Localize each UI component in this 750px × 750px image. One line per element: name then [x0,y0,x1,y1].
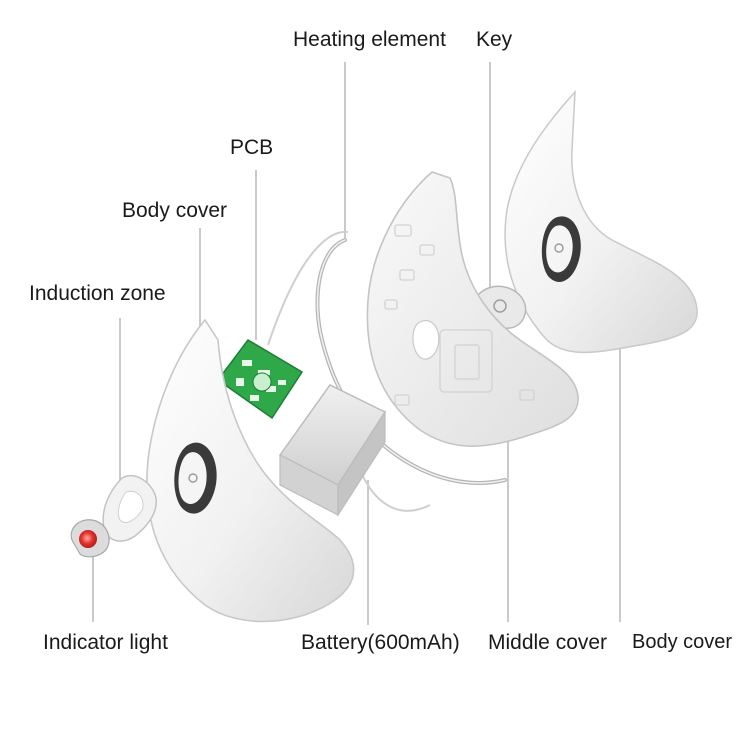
power-icon [188,473,198,483]
middle-cover [366,171,579,447]
label-body-cover-front: Body cover [122,199,228,222]
label-body-cover-back: Body cover [632,631,733,653]
leader-lines [92,62,621,625]
power-icon [554,243,564,253]
body-cover-front [146,318,355,623]
body-cover-back [504,89,698,354]
label-battery: Battery(600mAh) [301,631,460,654]
label-induction-zone: Induction zone [29,282,166,305]
pcb-board [216,339,304,420]
label-key: Key [476,28,513,51]
pcb-wire [267,230,349,346]
label-pcb: PCB [230,136,274,159]
label-middle-cover: Middle cover [488,631,608,654]
label-indicator-light: Indicator light [43,631,168,654]
indicator-light [70,519,110,558]
induction-zone [102,475,157,542]
battery-wire [359,469,431,512]
battery [278,384,387,518]
label-heating-element: Heating element [293,28,446,51]
